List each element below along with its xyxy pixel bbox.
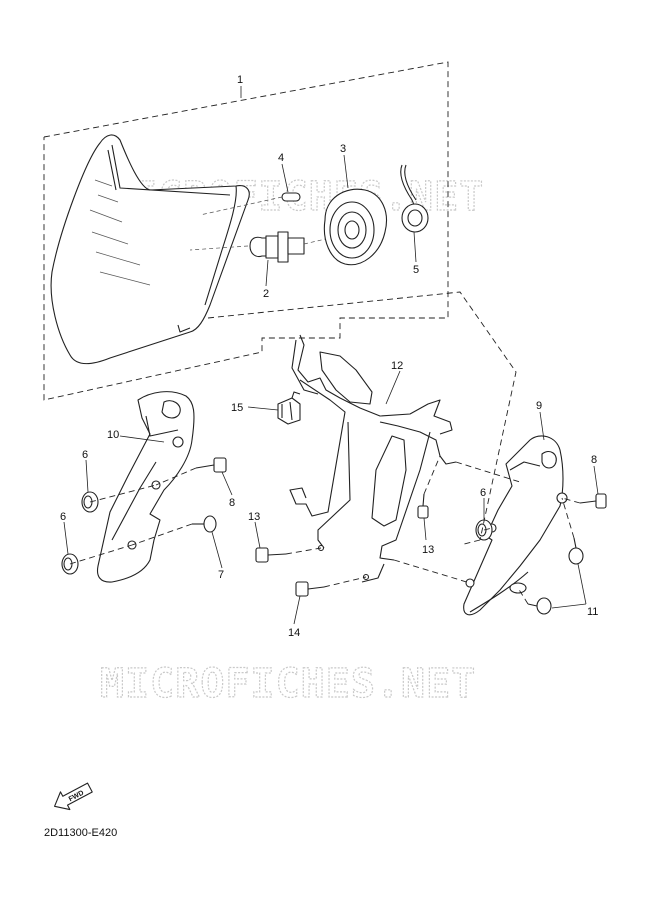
screw-11-lower <box>527 597 552 615</box>
screw-11-upper <box>568 537 584 565</box>
bulb-cover <box>323 188 387 266</box>
bulb-socket <box>400 164 429 233</box>
callout-1: 1 <box>237 74 243 86</box>
reference-code: 2D11300-E420 <box>44 827 117 839</box>
callout-2: 2 <box>263 288 269 300</box>
callout-13-left: 13 <box>248 511 260 523</box>
fwd-label: FWD <box>68 790 85 804</box>
callout-6-right: 6 <box>480 487 486 499</box>
watermark-middle: MICROFICHES.NET <box>100 661 476 707</box>
headlight-housing <box>50 134 250 365</box>
callout-6-left-lower: 6 <box>60 511 66 523</box>
headlight-bulb <box>189 231 331 263</box>
callout-4: 4 <box>278 152 284 164</box>
callout-8-right: 8 <box>591 454 597 466</box>
wire-clamp <box>277 391 301 425</box>
bolt-right <box>579 493 607 509</box>
screw <box>192 515 217 533</box>
callout-12: 12 <box>391 360 403 372</box>
bolt-13-right <box>417 493 429 519</box>
assembly-boundary <box>43 61 449 401</box>
bolt-13-left <box>255 547 287 563</box>
callout-7: 7 <box>218 569 224 581</box>
callout-3: 3 <box>340 143 346 155</box>
callout-14: 14 <box>288 627 300 639</box>
right-side-cover <box>463 435 568 616</box>
callout-9: 9 <box>536 400 542 412</box>
callout-11: 11 <box>587 606 598 618</box>
fwd-arrow-icon: FWD <box>54 782 93 811</box>
callout-13-right: 13 <box>422 544 434 556</box>
alignment-lines <box>69 291 581 605</box>
bolt-14 <box>295 581 325 597</box>
leader-lines <box>63 86 599 625</box>
left-side-cover <box>96 391 195 583</box>
callout-6-left-upper: 6 <box>82 449 88 461</box>
headlight-stay <box>289 334 457 583</box>
position-bulb <box>199 192 301 216</box>
callout-8-left: 8 <box>229 497 235 509</box>
bolt-left <box>195 457 227 473</box>
callout-15: 15 <box>231 402 243 414</box>
callout-10: 10 <box>107 429 119 441</box>
callout-5: 5 <box>413 264 419 276</box>
